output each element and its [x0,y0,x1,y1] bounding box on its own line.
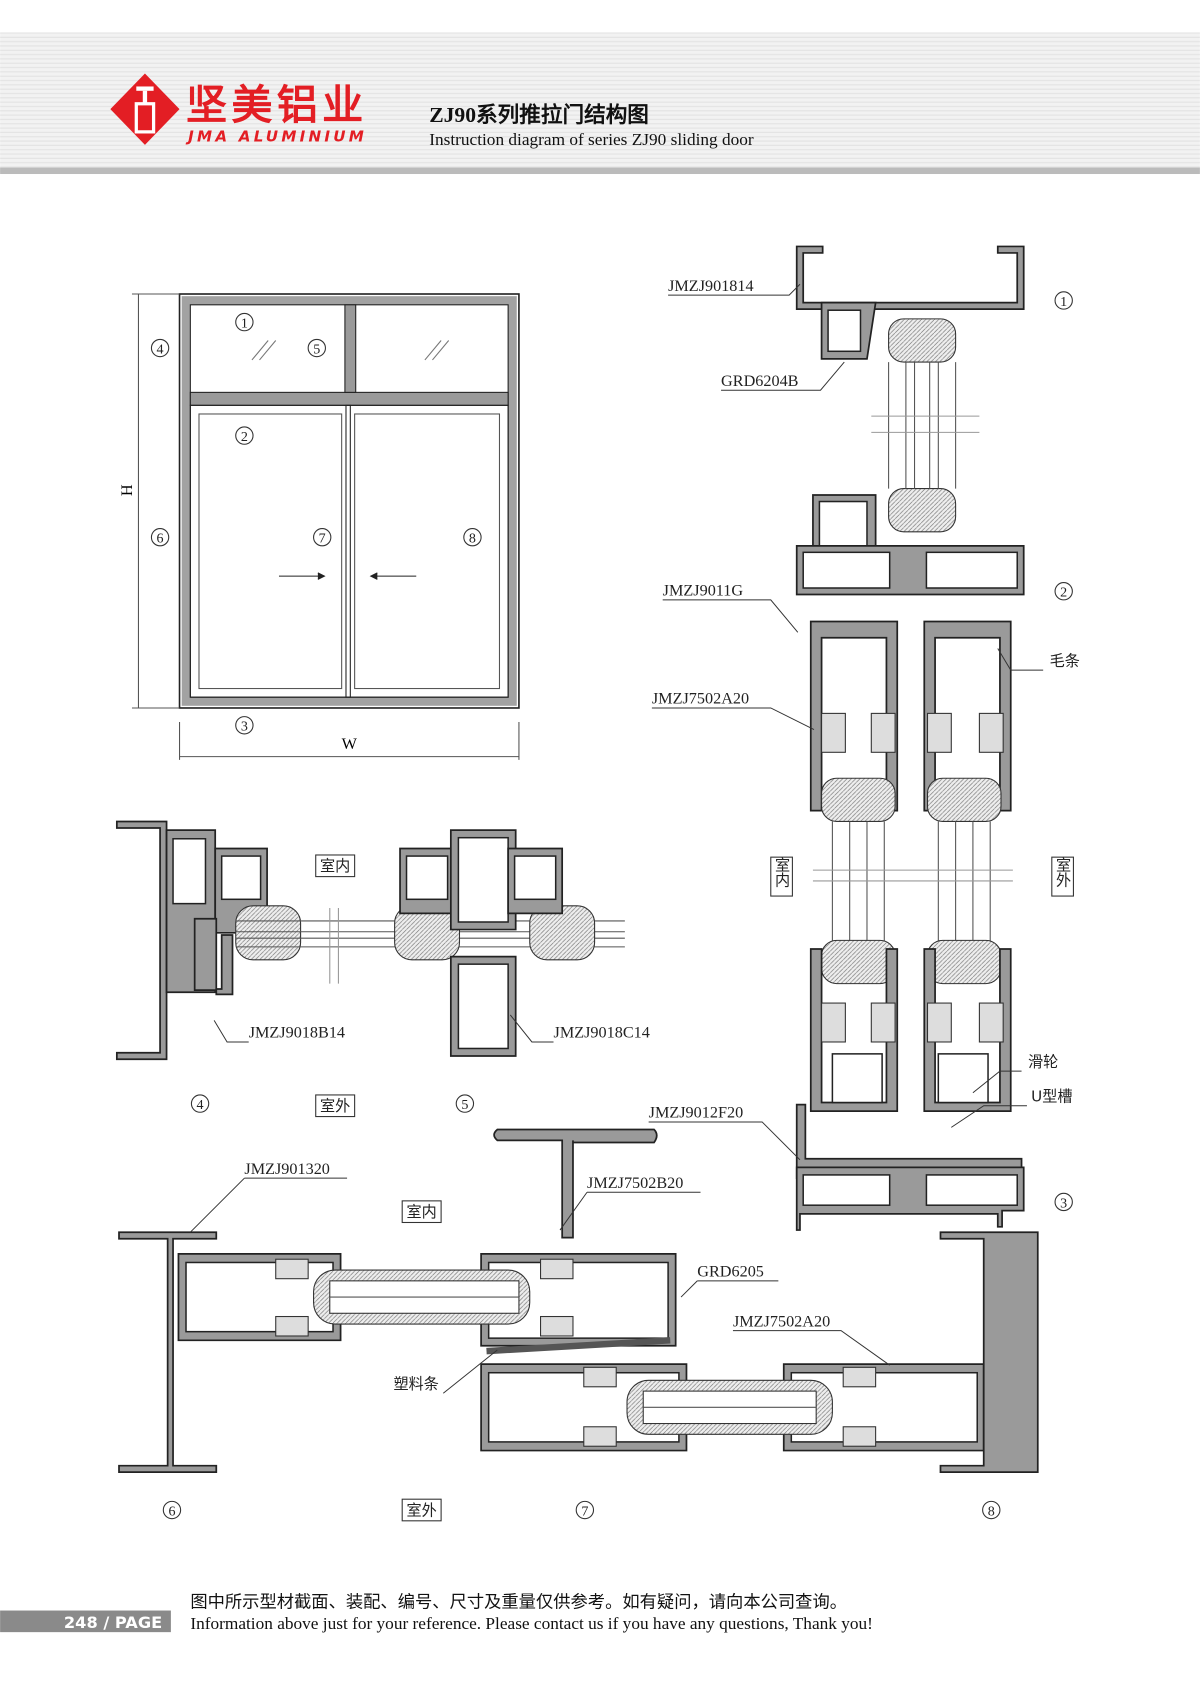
plastic-strip-label: 塑料条 [394,1375,439,1393]
page-number: 248 / PAGE [64,1613,162,1632]
footer-note-cn: 图中所示型材截面、装配、编号、尺寸及重量仅供参考。如有疑问，请向本公司查询。 [190,1592,847,1612]
marker-7: 7 [581,1503,588,1519]
marker-5: 5 [461,1097,468,1113]
u-channel-label: U型槽 [1031,1087,1072,1105]
door-elevation: H W 1 2 3 4 5 6 7 8 [118,293,520,760]
brush-label: 毛条 [1050,652,1080,670]
marker-2: 2 [241,429,248,445]
part-label: JMZJ9011G [663,582,744,600]
part-label: GRD6205 [697,1263,764,1281]
marker-5: 5 [313,341,320,357]
outdoor-label: 室外 [407,1501,437,1519]
page-subtitle: Instruction diagram of series ZJ90 slidi… [429,130,754,149]
sash-section: JMZJ901320 JMZJ7502B20 GRD6205 JMZJ7502A… [118,1128,1039,1522]
marker-6: 6 [168,1503,175,1519]
indoor-label: 室内 [407,1203,437,1221]
footer: 248 / PAGE 图中所示型材截面、装配、编号、尺寸及重量仅供参考。如有疑问… [0,1592,873,1633]
indoor-label: 室内 [320,857,350,875]
page-title: ZJ90系列推拉门结构图 [429,102,649,127]
outdoor-label: 室外 [1054,857,1072,887]
footer-note-en: Information above just for your referenc… [190,1614,873,1633]
marker-4: 4 [197,1097,204,1113]
marker-1: 1 [241,316,248,332]
part-label: JMZJ9018B14 [249,1024,345,1042]
elevation-markers: 1 2 3 4 5 6 7 8 [150,312,482,735]
header: 坚美铝业 JMA ALUMINIUM ZJ90系列推拉门结构图 Instruct… [0,32,1200,175]
height-label: H [118,484,136,496]
marker-8: 8 [988,1503,995,1519]
marker-8: 8 [469,531,476,547]
marker-3: 3 [1060,1195,1067,1211]
transom-section: JMZJ9018B14 JMZJ9018C14 室内 室外 4 5 [115,820,650,1118]
part-label: JMZJ7502B20 [587,1174,683,1192]
part-label: JMZJ901320 [244,1160,330,1178]
marker-4: 4 [157,341,164,357]
roller-label: 滑轮 [1028,1053,1058,1071]
indoor-label: 室内 [773,857,791,888]
brand-name-cn: 坚美铝业 [186,81,368,129]
vertical-section: JMZJ901814 GRD6204B JMZJ9011G JMZJ7502A2… [648,245,1080,1231]
brand-name-en: JMA ALUMINIUM [185,128,367,146]
width-label: W [342,735,358,753]
part-label: JMZJ9012F20 [649,1104,744,1122]
part-label: GRD6204B [721,372,799,390]
marker-6: 6 [157,531,164,547]
part-label: JMZJ7502A20 [652,690,749,708]
marker-2: 2 [1060,585,1067,601]
marker-7: 7 [319,531,326,547]
part-label: JMZJ9018C14 [554,1024,650,1042]
outdoor-label: 室外 [320,1097,350,1115]
vertical-section-labels: JMZJ901814 GRD6204B JMZJ9011G JMZJ7502A2… [648,277,1080,1211]
part-label: JMZJ901814 [668,277,754,295]
marker-1: 1 [1060,294,1067,310]
marker-3: 3 [241,719,248,735]
part-label: JMZJ7502A20 [733,1312,830,1330]
